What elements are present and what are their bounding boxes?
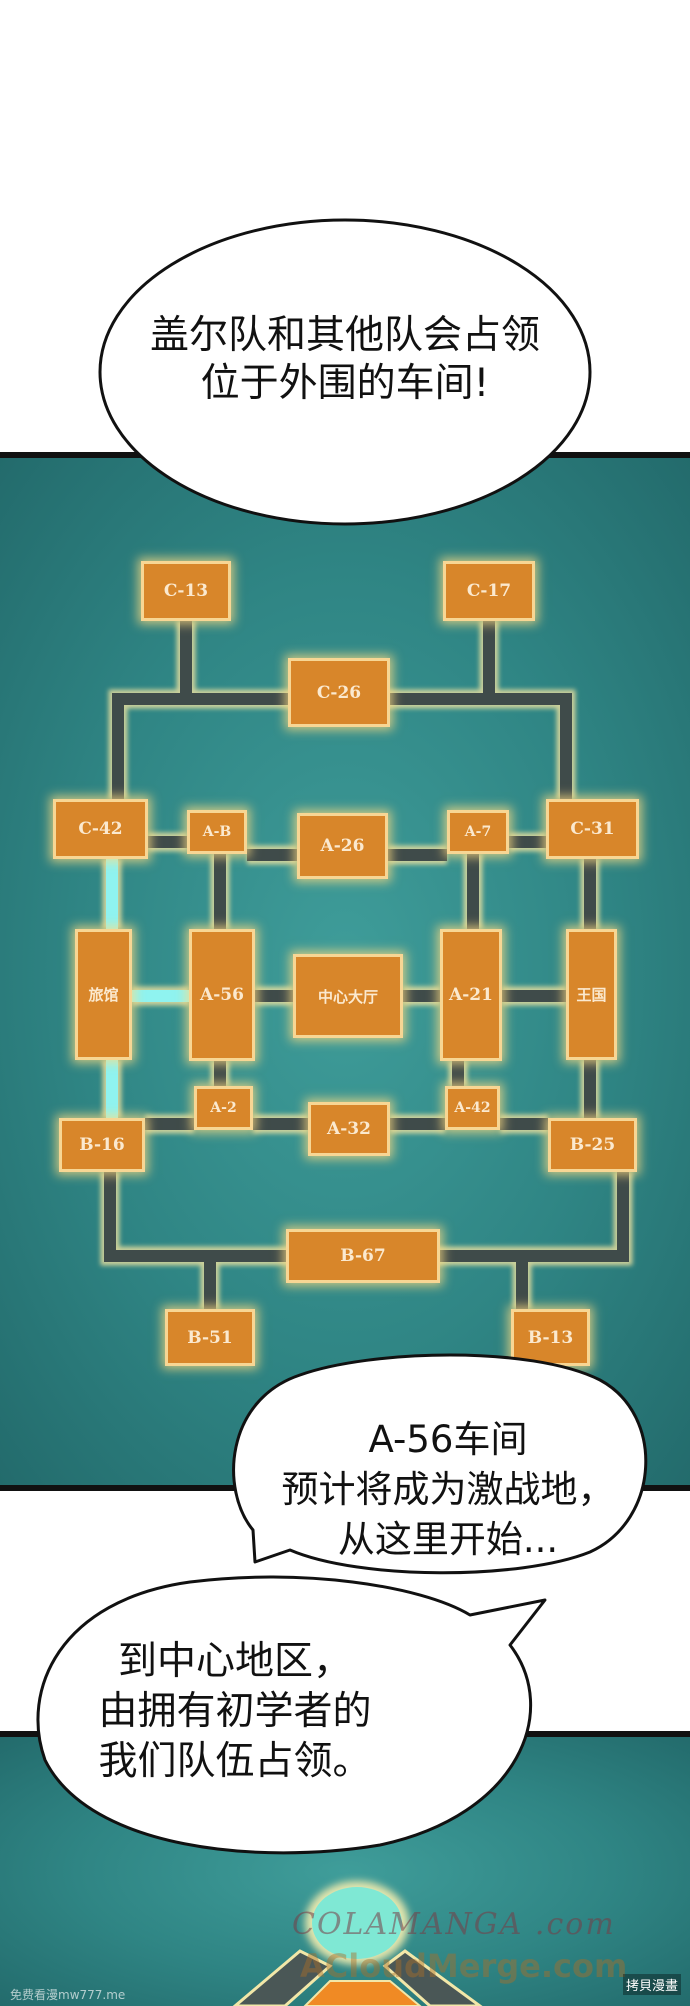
node-label: C-13 <box>163 581 209 601</box>
node-label: C-17 <box>466 581 512 601</box>
bubble-line: 由拥有初学者的 <box>98 1689 372 1734</box>
watermark-cloudmerge: ACloudMerge.com <box>300 1947 628 1985</box>
highlight-route <box>106 859 189 1118</box>
speech-bubble-bottom-text: 到中心地区， 由拥有初学者的 我们队伍占领。 <box>40 1637 430 1787</box>
watermark-mw777: 免费看漫mw777.me <box>10 1988 126 2002</box>
node-a32: A-32 <box>308 1102 390 1156</box>
node-label: A-42 <box>454 1100 491 1116</box>
node-a7: A-7 <box>447 810 509 854</box>
node-c26: C-26 <box>288 658 390 727</box>
node-label: 中心大厅 <box>317 987 378 1006</box>
bubble-line: A-56车间 <box>368 1418 528 1461</box>
node-label: C-26 <box>316 682 362 703</box>
node-a2: A-2 <box>194 1086 253 1130</box>
node-b67: B-67 <box>286 1229 440 1283</box>
node-inn: 旅馆 <box>75 929 132 1060</box>
node-label: A-26 <box>320 836 365 856</box>
node-a56: A-56 <box>189 929 255 1061</box>
node-a21: A-21 <box>440 929 502 1061</box>
node-label: A-B <box>202 824 232 840</box>
node-central-hall: 中心大厅 <box>293 954 403 1038</box>
node-kingdom: 王国 <box>566 929 617 1060</box>
node-label: A-2 <box>210 1100 237 1116</box>
node-label: 王国 <box>576 986 607 1004</box>
node-c17: C-17 <box>443 561 535 621</box>
node-label: 旅馆 <box>88 986 119 1004</box>
bubble-line: 盖尔队和其他队会占领 <box>149 313 540 358</box>
node-label: A-21 <box>449 985 493 1005</box>
path-right-diagonal <box>382 1949 483 2006</box>
node-label: C-42 <box>78 819 123 839</box>
speech-bubble-top-text: 盖尔队和其他队会占领 位于外围的车间! <box>100 312 590 408</box>
node-a26: A-26 <box>297 813 388 879</box>
bubble-line: 位于外围的车间! <box>200 361 490 406</box>
node-a42: A-42 <box>445 1086 500 1130</box>
bubble-line: 预计将成为激战地， <box>281 1468 615 1511</box>
node-label: A-7 <box>464 824 492 840</box>
node-label: A-32 <box>327 1119 371 1139</box>
node-label: B-13 <box>527 1327 574 1348</box>
node-label: C-31 <box>570 819 615 839</box>
node-ab: A-B <box>187 810 247 854</box>
speech-bubble-bottom-shape <box>36 1575 547 1855</box>
path-left-diagonal <box>232 1949 333 2006</box>
map-panel: C-13 C-17 C-26 C-42 A-B A-26 A-7 C-31 旅馆… <box>0 452 690 1491</box>
node-label: B-16 <box>79 1135 125 1155</box>
bubble-line: 从这里开始... <box>337 1518 559 1561</box>
bubble-line: 我们队伍占领。 <box>98 1739 372 1784</box>
node-label: B-51 <box>187 1327 233 1348</box>
node-label: A-56 <box>200 985 244 1005</box>
node-label: B-67 <box>340 1246 386 1266</box>
node-label: B-25 <box>569 1135 616 1155</box>
node-b51: B-51 <box>165 1309 255 1366</box>
node-b16: B-16 <box>59 1118 145 1172</box>
node-c31: C-31 <box>546 799 639 859</box>
watermark-copy: 拷貝漫畫 <box>623 1974 682 1995</box>
speech-bubble-top-shape <box>98 218 592 526</box>
speech-bubble-middle-text: A-56车间 预计将成为激战地， 从这里开始... <box>253 1415 643 1565</box>
speech-bubble-middle-shape <box>232 1353 648 1575</box>
glowing-node-circle <box>312 1887 402 1959</box>
bubble-line: 到中心地区， <box>117 1639 352 1684</box>
watermark-colamanga: COLAMANGA .com <box>292 1907 616 1942</box>
node-c13: C-13 <box>141 561 231 621</box>
node-c42: C-42 <box>53 799 148 859</box>
node-b25: B-25 <box>548 1118 637 1172</box>
